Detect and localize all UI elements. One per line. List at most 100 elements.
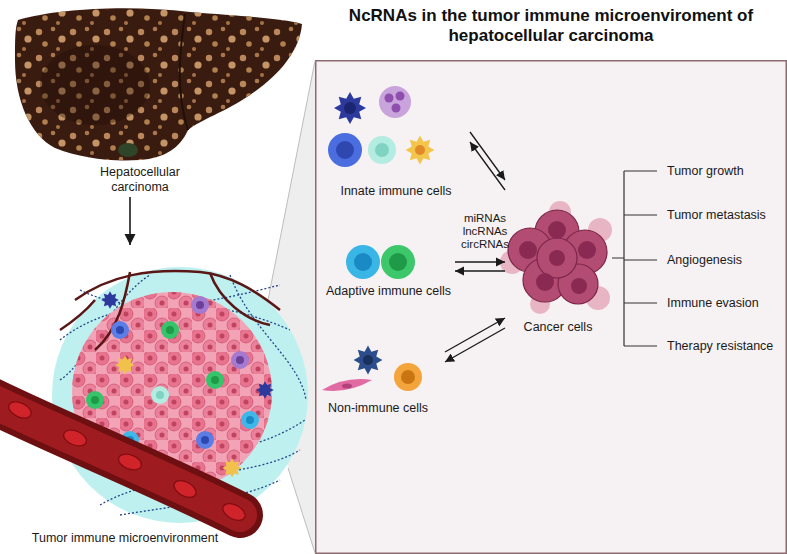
tumor-microenvironment-illustration-part-part: [116, 451, 143, 472]
cancer-cell-cluster: Cancer cells: [505, 170, 612, 340]
tumor-microenvironment-illustration-part-part: [196, 431, 214, 449]
liver-organ-part: [15, 8, 302, 160]
liver-organ-part: [118, 143, 138, 157]
exchange-arrow: [470, 132, 505, 180]
panel-background: [316, 61, 787, 554]
cancer-cell-cluster-art: [500, 201, 612, 314]
liver-organ: [15, 8, 302, 160]
innate-immune-cells-part: [336, 141, 354, 159]
adaptive-immune-cells-part: [381, 245, 415, 279]
panel-background-part: [316, 61, 787, 554]
tumor-microenvironment-illustration-part: [0, 395, 240, 515]
adaptive-immune-cells: [346, 245, 415, 279]
panel-heading: NcRNAs in the tumor immune microenvirome…: [320, 6, 782, 47]
tumor-microenvironment-illustration-part-part: [211, 376, 219, 384]
node-label: Tumor immune microenvironment: [32, 531, 218, 546]
tumor-microenvironment-illustration-part-part: [220, 500, 248, 524]
innate-immune-cells: [328, 86, 434, 167]
cancer-cell-cluster-art-part-part: [549, 250, 565, 266]
tumor-microenvironment-illustration-part-part: [91, 396, 99, 404]
tumor-microenvironment-illustration-part-part: [246, 416, 254, 424]
ncrna-label: miRNAs lncRNAs circRNAs: [461, 212, 509, 252]
non-immune-cells-part: [342, 384, 352, 389]
tumor-microenvironment-illustration-part-part: [222, 458, 241, 477]
exchange-arrow: [455, 270, 505, 271]
adaptive-immune-cells-part: [389, 253, 407, 271]
tumor-microenvironment-illustration-part-part: [151, 386, 169, 404]
liver-organ-part: [180, 14, 188, 130]
tumor-microenvironment-illustration-part: [60, 271, 280, 350]
zoom-wedge-part: [288, 468, 315, 553]
tumor-microenvironment-illustration-part-part: [256, 381, 274, 399]
non-immune-cells-part: [394, 363, 422, 391]
tumor-microenvironment-illustration-part-part: [161, 321, 179, 339]
tumor-microenvironment-illustration-part-part: [231, 351, 249, 369]
tumor-microenvironment-illustration: [0, 267, 308, 524]
zoom-wedge-part: [268, 61, 315, 300]
tumor-microenvironment-illustration-part-part: [236, 356, 244, 364]
outcome-bracket: [612, 171, 657, 346]
exchange-arrow: [470, 142, 505, 190]
tumor-microenvironment-illustration-part-part: [156, 391, 164, 399]
non-immune-cells: [322, 346, 422, 391]
liver-organ-part: [15, 8, 302, 160]
innate-immune-cells-part: [415, 145, 425, 155]
cancer-cell-cluster-art-part-part: [548, 221, 566, 239]
innate-immune-cells-part: [385, 94, 394, 103]
node-label: Cancer cells: [524, 320, 593, 335]
node-label: Adaptive immune cells: [326, 284, 451, 299]
tumor-microenvironment-illustration-part-part: [75, 271, 280, 310]
innate-immune-cells-part: [334, 92, 366, 124]
non-immune-group: Non-immune cells: [323, 335, 445, 420]
tumor-microenvironment-illustration-part-part: [201, 436, 209, 444]
outcome-label: Immune evasion: [667, 296, 759, 310]
innate-immune-cells-part: [328, 133, 362, 167]
liver-illustration: Hepatocellular carcinoma: [10, 0, 305, 197]
cancer-cell-cluster-art-part-part: [578, 241, 596, 259]
non-immune-cells-part: [354, 346, 383, 375]
adaptive-immune-cells-part: [354, 253, 372, 271]
tumor-microenvironment-illustration-part-part: [6, 399, 34, 422]
outcome-label: Tumor growth: [667, 164, 744, 178]
tumor-microenvironment-illustration-part-part: [171, 477, 199, 501]
tumor-microenvironment-illustration-part-part: [166, 326, 174, 334]
innate-immune-cells-part: [392, 104, 401, 113]
tumor-microenvironment-illustration-part: [6, 399, 248, 524]
tumor-microenvironment-illustration-part-part: [191, 296, 209, 314]
exchange-arrow: [445, 328, 505, 362]
innate-immune-cells-part: [344, 102, 356, 114]
non-immune-cells-part: [322, 379, 372, 391]
innate-immune-group: Innate immune cells: [323, 85, 470, 203]
tumor-microenvironment-illustration-part-part: [210, 273, 270, 325]
innate-immune-cells-part: [379, 86, 411, 118]
exchange-arrow: [455, 261, 505, 262]
cancer-cell-cluster-art-part-part: [536, 273, 554, 291]
adaptive-immune-group: Adaptive immune cells: [323, 240, 455, 302]
tumor-microenvironment-illustration-part: [0, 395, 240, 515]
outcome-label: Tumor metastasis: [667, 208, 766, 222]
innate-immune-cells-part: [406, 136, 435, 165]
innate-immune-cells-part: [396, 92, 405, 101]
node-label: Hepatocellular carcinoma: [90, 165, 190, 195]
node-label: Innate immune cells: [340, 184, 451, 199]
tumor-microenvironment-illustration-part-part: [95, 272, 130, 350]
tumor-microenvironment-illustration-part-part: [101, 291, 119, 309]
outcome-label: Therapy resistance: [667, 339, 773, 353]
tumor-microenvironment-illustration-part-part: [241, 411, 259, 429]
cancer-cell-cluster-art-part-part: [519, 241, 537, 259]
innate-immune-cells-part: [368, 136, 396, 164]
tumor-microenvironment-illustration-part-part: [115, 355, 134, 374]
tumor-microenvironment-illustration-part-part: [116, 326, 124, 334]
tumor-microenvironment-illustration-part-part: [111, 321, 129, 339]
non-immune-cells-part: [401, 370, 415, 384]
zoom-arrow: [129, 197, 131, 245]
tumor-microenvironment-illustration-part-part: [61, 427, 88, 449]
tumor-microenvironment-illustration-part: [52, 267, 308, 523]
tumor-microenvironment-illustration-part-part: [206, 371, 224, 389]
innate-immune-cells-part: [375, 143, 389, 157]
tumor-microenvironment: Tumor immune microenvironment: [0, 245, 315, 554]
cancer-cell-cluster-art-part-part: [537, 238, 577, 278]
cancer-cell-cluster-art-part: [519, 221, 596, 294]
